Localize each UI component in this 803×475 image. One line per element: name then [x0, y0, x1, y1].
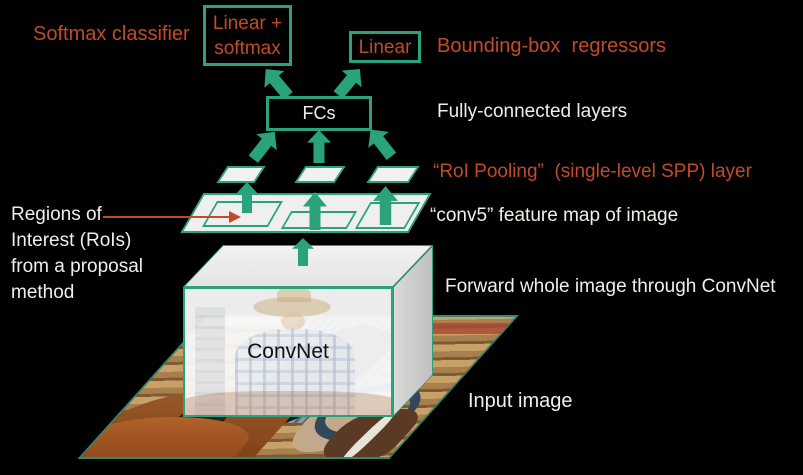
forward-whole-image-label: Forward whole image through ConvNet — [445, 276, 776, 297]
ghost-plaid-shirt — [235, 329, 355, 415]
arrow-up-icon — [307, 130, 331, 163]
softmax-classifier-label: Softmax classifier — [33, 23, 190, 45]
rois-note-line1: Regions of — [11, 204, 102, 225]
roi-pooling-label: “RoI Pooling” (single-level SPP) layer — [433, 161, 752, 182]
linear-box: Linear — [349, 31, 421, 63]
arrow-up-icon — [292, 238, 314, 266]
arrow-up-right-icon — [243, 124, 285, 168]
ghost-pillar — [195, 307, 225, 415]
conv5-feature-map-label: “conv5” feature map of image — [430, 205, 679, 226]
rois-pointer-line — [103, 216, 231, 218]
rois-note-line3: from a proposal — [11, 256, 144, 277]
fcs-box: FCs — [266, 96, 372, 131]
ghost-hat-crown — [277, 289, 311, 302]
linear-softmax-line2: softmax — [214, 37, 281, 59]
pooled-feature-right — [366, 166, 420, 183]
arrow-up-icon — [303, 192, 327, 230]
rois-note-line2: Interest (RoIs) — [11, 230, 132, 251]
convnet-box: ConvNet — [183, 287, 393, 417]
rois-pointer-arrow-icon — [229, 211, 241, 223]
ghost-horse-back — [185, 391, 391, 415]
arrow-up-icon — [236, 182, 258, 213]
bounding-box-regressors-label: Bounding-box regressors — [437, 35, 667, 57]
input-image-label: Input image — [468, 390, 573, 412]
rois-proposal-note: Regions of Interest (RoIs) from a propos… — [11, 202, 143, 306]
arrow-up-left-icon — [360, 122, 401, 165]
pooled-feature-left — [216, 166, 266, 183]
arrow-up-icon — [373, 186, 398, 225]
convnet-box-label: ConvNet — [247, 340, 329, 363]
pooled-feature-middle — [294, 166, 346, 183]
fully-connected-layers-label: Fully-connected layers — [437, 101, 628, 122]
arrow-up-right-icon — [328, 61, 370, 104]
linear-box-label: Linear — [358, 36, 412, 58]
ghost-cowboy-face — [281, 313, 305, 330]
linear-softmax-box: Linear + softmax — [203, 5, 292, 66]
ghost-cowboy-hat — [253, 297, 331, 317]
arrow-up-left-icon — [256, 61, 298, 105]
fcs-box-label: FCs — [302, 103, 336, 123]
linear-softmax-line1: Linear + — [212, 12, 283, 34]
rois-note-line4: method — [11, 282, 75, 303]
